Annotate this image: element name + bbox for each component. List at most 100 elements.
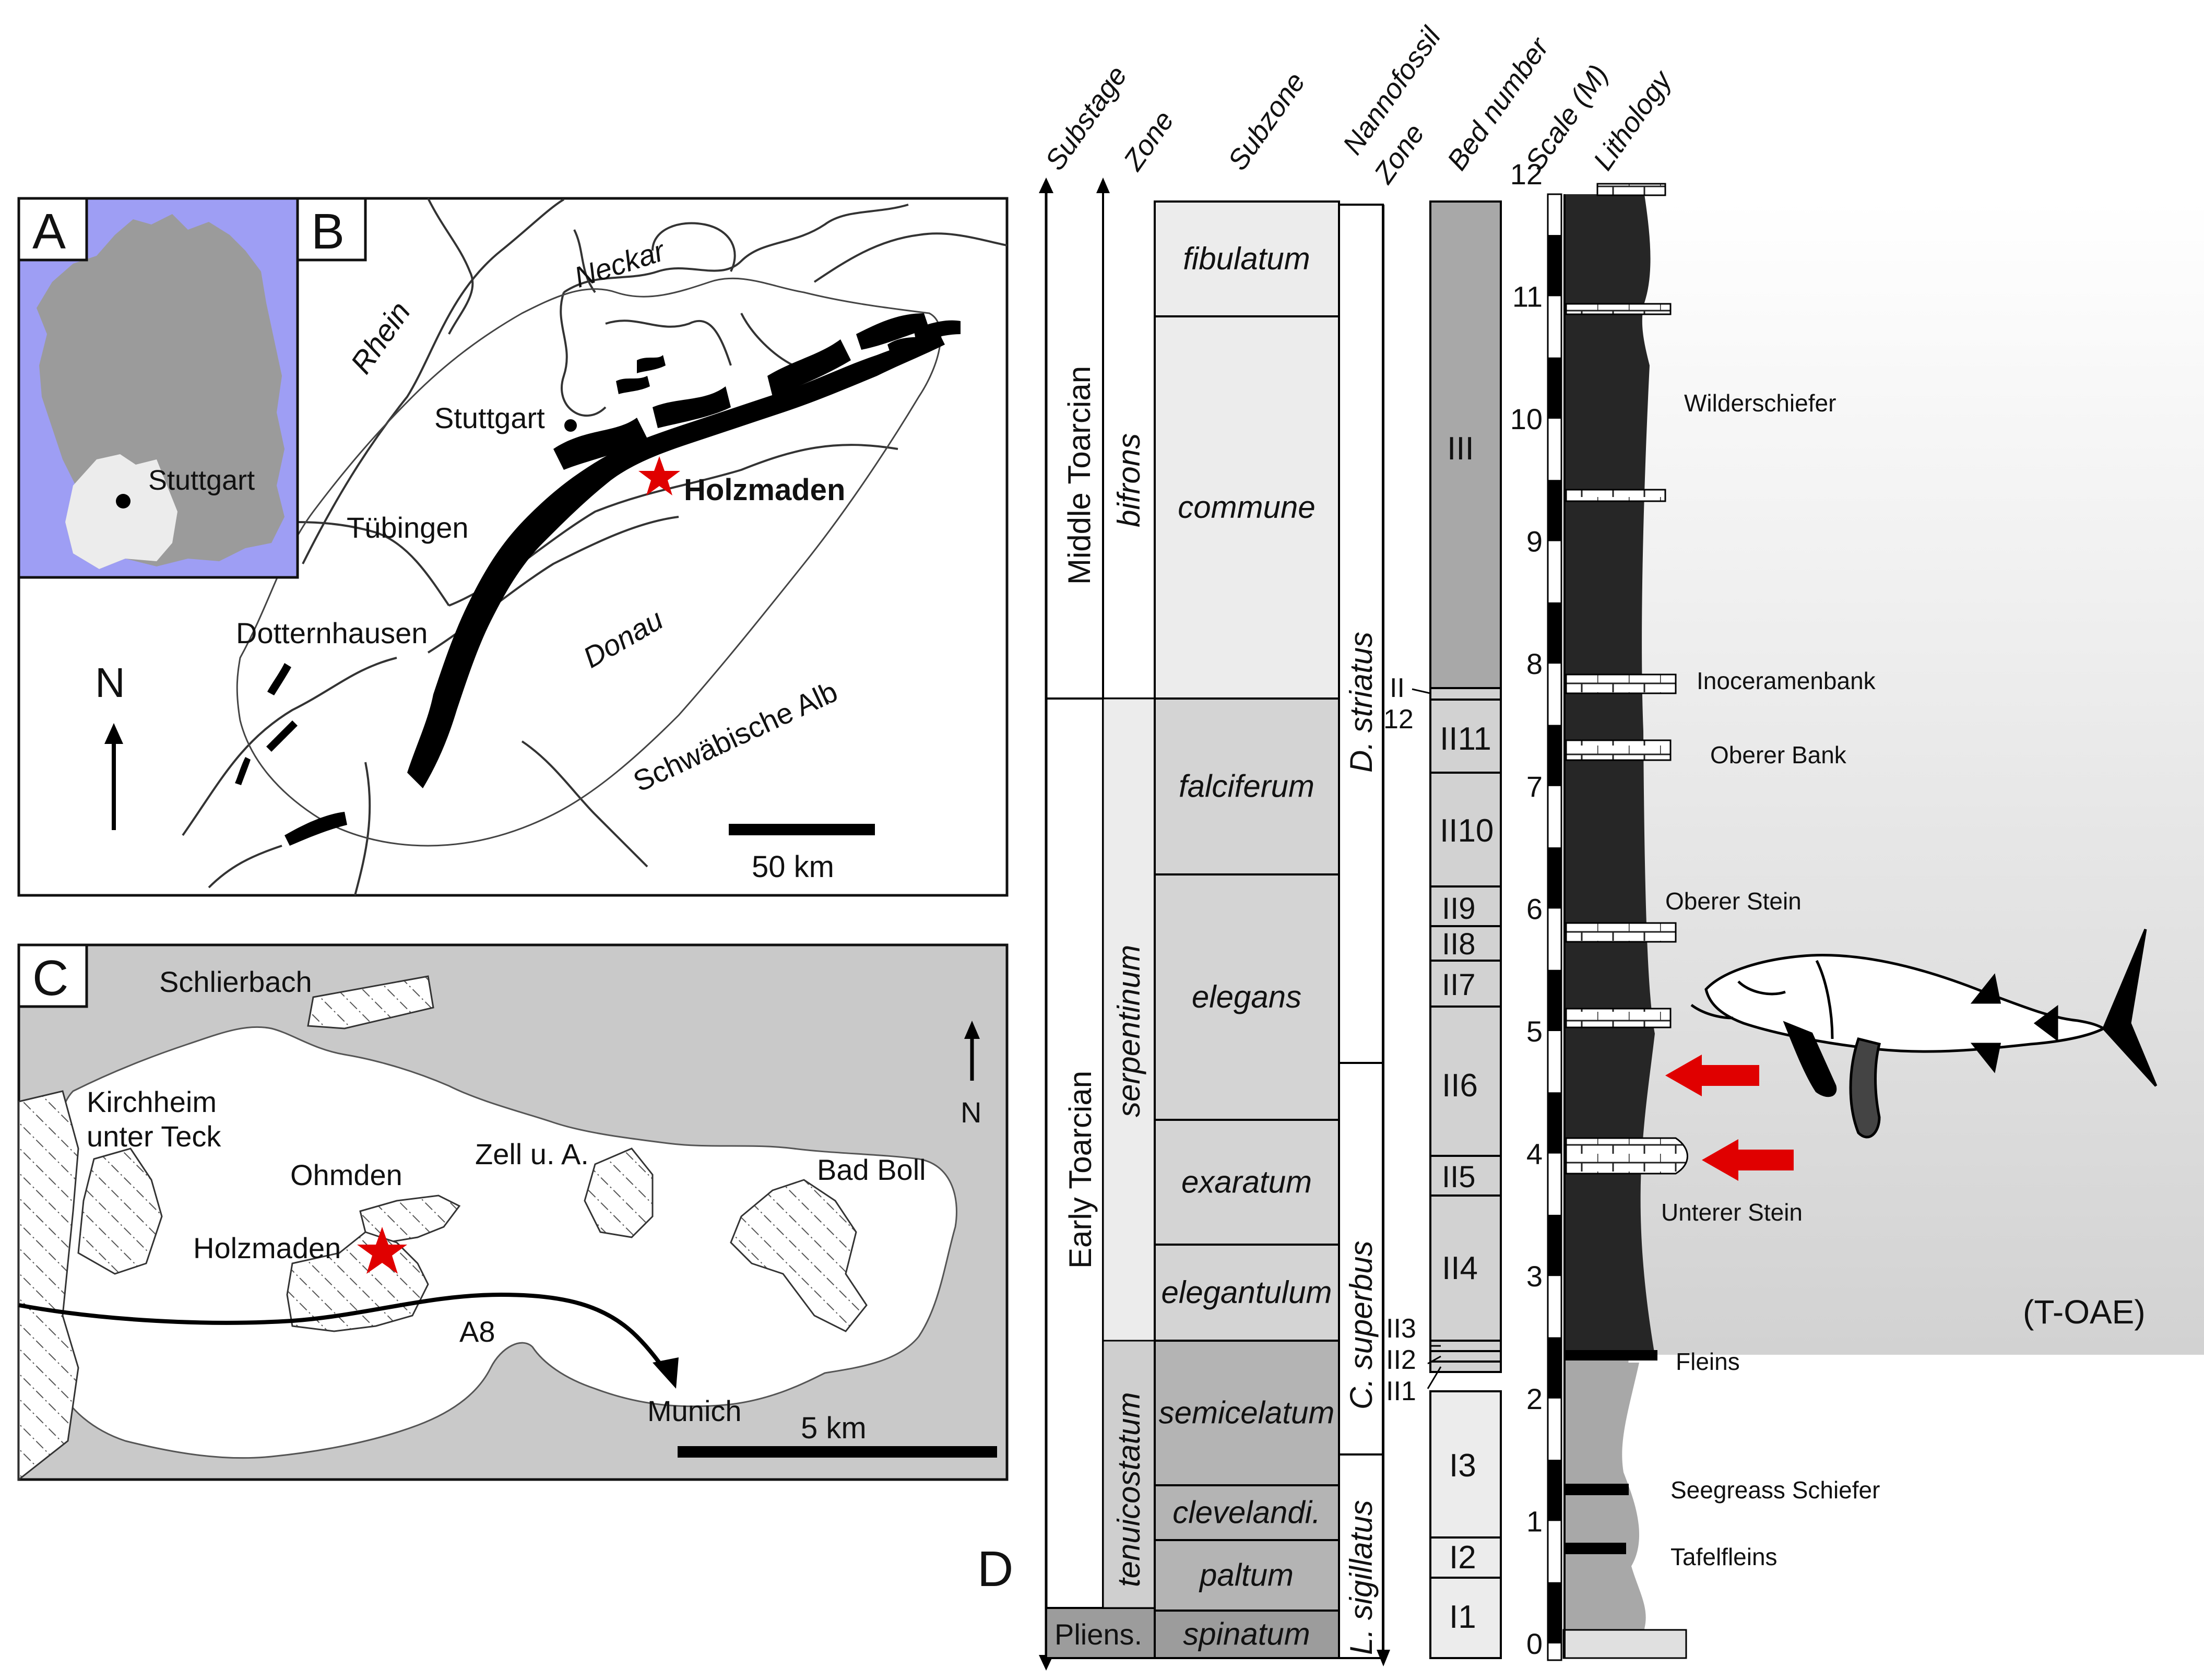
layer-obererstein: Oberer Stein: [1665, 888, 1802, 915]
scale-segment: [1548, 725, 1561, 786]
layer-inoceramenbank: Inoceramenbank: [1697, 667, 1876, 694]
basin-outline: [236, 277, 942, 847]
north-arrow-c: [964, 1021, 980, 1081]
layer-wilderschiefer: Wilderschiefer: [1684, 389, 1836, 417]
river-lines: [182, 198, 1008, 896]
scale-tick-label-10: 10: [1510, 403, 1543, 435]
scale-tick-label-11: 11: [1512, 280, 1543, 313]
toae-band: [1563, 201, 2204, 1355]
baden-wuerttemberg-shape: [65, 454, 177, 569]
panel-label-c: C: [32, 950, 68, 1006]
scale-segment: [1548, 969, 1561, 1031]
bed-II7: II7: [1442, 968, 1476, 1002]
scale-segment: [1548, 1460, 1561, 1521]
layer-names: Wilderschiefer Inoceramenbank Oberer Ban…: [1661, 389, 1880, 1570]
bed-I2: I2: [1449, 1540, 1476, 1576]
layer-fleins: Fleins: [1676, 1348, 1740, 1375]
subzone-label-semicelatum: semicelatum: [1159, 1395, 1335, 1430]
road-arrowhead: [653, 1357, 679, 1389]
scale-bar-b: [729, 824, 875, 835]
nanno-striatus: D. striatus: [1344, 632, 1379, 773]
scale-tick-label-8: 8: [1526, 647, 1543, 680]
scale-label-b: 50 km: [752, 850, 834, 884]
bed-II8: II8: [1442, 927, 1476, 961]
subzone-cell-commune: [1154, 315, 1340, 700]
subzone-cell-elegans: [1154, 873, 1340, 1121]
subzone-label-elegans: elegans: [1192, 979, 1301, 1014]
scale-bar-c: [678, 1446, 997, 1458]
bed-seegrass: [1563, 1484, 1629, 1495]
bed-base: [1562, 1629, 1687, 1659]
bed-III: III: [1447, 431, 1474, 467]
red-arrow-lower: [1702, 1139, 1794, 1181]
panel-label-d: D: [977, 1541, 1013, 1597]
bed-II2: II2: [1386, 1345, 1416, 1375]
subzone-label-falciferum: falciferum: [1179, 769, 1314, 804]
bed-I1: I1: [1449, 1599, 1476, 1635]
outcrop-lias: [235, 313, 961, 846]
label-schlierbach: Schlierbach: [159, 965, 312, 998]
label-kirchheim-2: unter Teck: [87, 1120, 221, 1153]
zone-bifrons: bifrons: [1111, 433, 1146, 527]
scale-label-c: 5 km: [801, 1411, 867, 1445]
subzone-label-commune: commune: [1178, 490, 1315, 525]
bed-II12-a: II: [1390, 673, 1405, 703]
scale-tick-label-0: 0: [1526, 1627, 1543, 1660]
panel-label-b: B: [311, 204, 345, 259]
north-label-b: N: [95, 659, 125, 706]
scale-segment: [1548, 847, 1561, 909]
subzone-label-fibulatum: fibulatum: [1183, 241, 1310, 276]
scale-segment: [1548, 1092, 1561, 1154]
label-ohmden: Ohmden: [290, 1158, 402, 1191]
scale-tick-label-6: 6: [1526, 892, 1543, 925]
bed-II3: II3: [1386, 1314, 1416, 1344]
scale-segment: [1548, 1214, 1561, 1276]
hatched-west: [18, 1090, 79, 1482]
bed-tafelfleins: [1563, 1543, 1626, 1554]
zone-column: bifrons serpentinum tenuicostatum: [1096, 178, 1156, 1609]
scale-tick-label-1: 1: [1526, 1505, 1543, 1537]
scale-tick-label-2: 2: [1526, 1382, 1543, 1415]
bed-labels: III II11 II10 II9 II8 II7 II6 II5 II4 I3…: [1383, 431, 1494, 1635]
label-tuebingen: Tübingen: [347, 511, 469, 544]
subzone-label-paltum: paltum: [1199, 1558, 1294, 1593]
scale-segment: [1548, 602, 1561, 664]
bed-I3: I3: [1449, 1448, 1476, 1484]
subzone-label-clevelandi: clevelandi.: [1172, 1495, 1321, 1530]
scale-segment: [1548, 357, 1561, 419]
red-arrow-upper: [1665, 1055, 1759, 1096]
header-subzone: Subzone: [1222, 67, 1311, 176]
zone-tenuicostatum: tenuicostatum: [1111, 1392, 1146, 1587]
subzone-cell-falciferum: [1154, 697, 1340, 876]
zone-serpentinum: serpentinum: [1111, 945, 1146, 1117]
scale-tick-label-3: 3: [1526, 1260, 1543, 1293]
subzone-label-exaratum: exaratum: [1181, 1165, 1312, 1200]
bed-II10: II10: [1440, 813, 1494, 849]
lithology-lower-2: [1563, 1363, 1686, 1658]
toae-label: (T-OAE): [2023, 1293, 2146, 1331]
substage-pliens: Pliens.: [1054, 1618, 1142, 1651]
panel-a-inset: Stuttgart: [17, 197, 299, 579]
municipality-outline: [48, 1026, 957, 1459]
panel-c-map: Schlierbach Kirchheim unter Teck Ohmden …: [17, 943, 1009, 1482]
lithology-shale: [1563, 194, 1655, 1355]
scale-tick-label-7: 7: [1526, 770, 1543, 803]
label-stuttgart-a: Stuttgart: [148, 465, 255, 496]
scale-segment: [1548, 480, 1561, 541]
label-stuttgart-b: Stuttgart: [434, 401, 545, 434]
substage-middle: Middle Toarcian: [1062, 366, 1097, 585]
scale-tick-label-4: 4: [1526, 1138, 1543, 1170]
fish-illustration: [1690, 929, 2158, 1139]
scale-segment: [1548, 1337, 1561, 1399]
layer-seegrass: Seegreass Schiefer: [1670, 1476, 1880, 1504]
tuebingen-dot: [518, 523, 531, 535]
scale-tick-label-12: 12: [1510, 158, 1543, 191]
hatched-schlierbach: [307, 975, 434, 1030]
subzone-cell-clevelandi: [1154, 1484, 1340, 1541]
bed-II11: II11: [1440, 721, 1491, 757]
bed-fleins: [1563, 1350, 1657, 1360]
label-kirchheim-1: Kirchheim: [87, 1085, 217, 1118]
header-zone: Zone: [1117, 105, 1180, 177]
limestone-beds: [1565, 183, 1688, 1175]
